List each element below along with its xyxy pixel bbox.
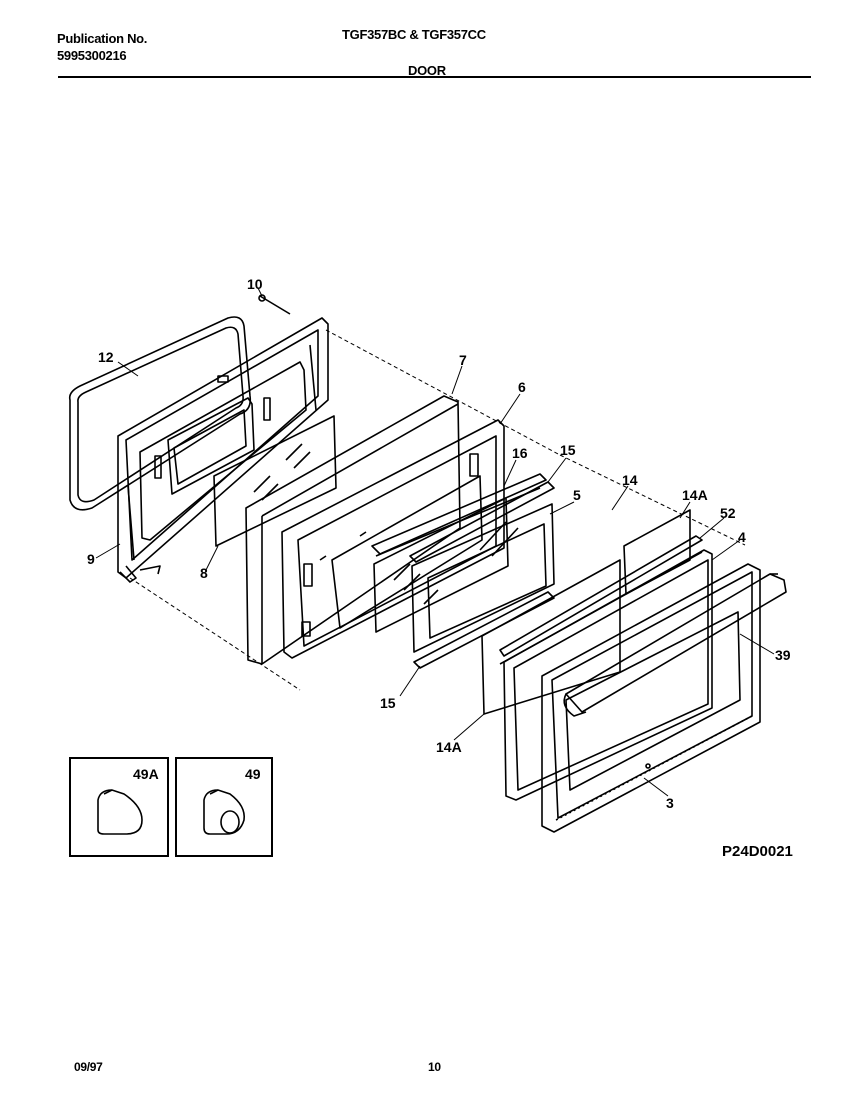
part-15-channel-top bbox=[409, 481, 555, 563]
part-8-inner-glass bbox=[213, 415, 337, 547]
inset-49A-label: 49A bbox=[133, 766, 159, 782]
part-7-insulation bbox=[245, 395, 461, 665]
part-15-channel-bottom bbox=[413, 591, 555, 669]
callout-16: 16 bbox=[512, 445, 528, 461]
part-14-heat-shield bbox=[481, 559, 621, 715]
figure-code: P24D0021 bbox=[722, 843, 793, 860]
callout-14A-top: 14A bbox=[682, 487, 708, 503]
publication-label: Publication No. bbox=[57, 31, 148, 46]
publication-number: 5995300216 bbox=[57, 48, 127, 63]
part-10-screw bbox=[258, 294, 291, 315]
part-9-inner-liner bbox=[117, 317, 329, 583]
callout-15-bottom: 15 bbox=[380, 695, 396, 711]
inset-49-label: 49 bbox=[245, 766, 261, 782]
footer-date: 09/97 bbox=[74, 1060, 103, 1074]
callout-9: 9 bbox=[87, 551, 95, 567]
callout-7: 7 bbox=[459, 352, 467, 368]
part-3-door-frame bbox=[541, 563, 761, 833]
part-4-outer-panel bbox=[503, 549, 713, 801]
callout-39: 39 bbox=[775, 647, 791, 663]
callout-labels: 10 12 7 6 9 8 16 15 5 14 14A 52 4 39 15 … bbox=[87, 276, 791, 811]
alignment-lines bbox=[129, 329, 746, 691]
callout-8: 8 bbox=[200, 565, 208, 581]
callout-15-top: 15 bbox=[560, 442, 576, 458]
page-number: 10 bbox=[428, 1060, 441, 1074]
callout-4: 4 bbox=[738, 529, 746, 545]
knob-49A-icon bbox=[97, 789, 143, 835]
inset-49: 49 bbox=[175, 757, 273, 857]
part-5-outer-glass bbox=[411, 503, 555, 653]
callout-14: 14 bbox=[622, 472, 638, 488]
header-rule bbox=[58, 76, 811, 78]
callout-6: 6 bbox=[518, 379, 526, 395]
callout-14A-bottom: 14A bbox=[436, 739, 462, 755]
knob-49-icon bbox=[203, 789, 246, 835]
leader-lines bbox=[95, 287, 775, 797]
callout-12: 12 bbox=[98, 349, 114, 365]
section-title: DOOR bbox=[408, 63, 446, 78]
model-title: TGF357BC & TGF357CC bbox=[342, 27, 486, 42]
callout-5: 5 bbox=[573, 487, 581, 503]
inset-49A: 49A bbox=[69, 757, 169, 857]
callout-52: 52 bbox=[720, 505, 736, 521]
part-39-handle bbox=[563, 573, 787, 717]
part-12-gasket bbox=[68, 316, 252, 511]
callout-10: 10 bbox=[247, 276, 263, 292]
callout-3: 3 bbox=[666, 795, 674, 811]
part-6-inner-panel bbox=[281, 419, 505, 659]
